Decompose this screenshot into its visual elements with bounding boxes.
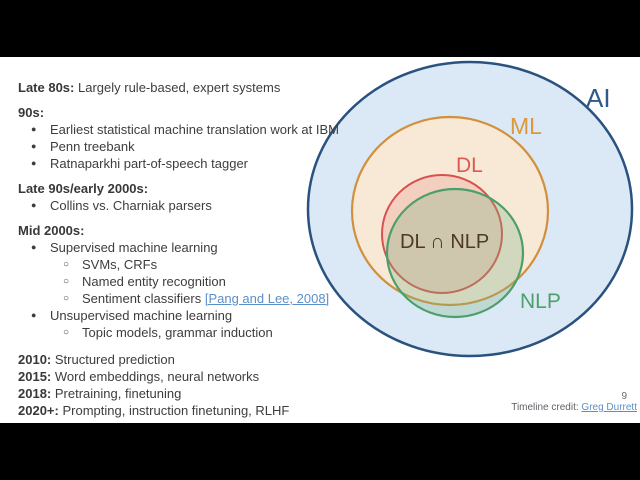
timeline-bullet: ●Collins vs. Charniak parsers <box>31 198 212 213</box>
timeline-sub: ○Named entity recognition <box>63 274 226 289</box>
timeline-bold-prefix: 90s: <box>18 105 45 120</box>
timeline-year: 2018: Pretraining, finetuning <box>18 386 182 401</box>
timeline-sub: ○Topic models, grammar induction <box>63 325 273 340</box>
bullet-icon: ● <box>31 141 37 151</box>
credit-line: Timeline credit: Greg Durrett <box>511 402 637 413</box>
sub-bullet-icon: ○ <box>63 259 70 270</box>
timeline-bold-prefix: 2018: <box>18 386 52 401</box>
letterbox-top-bar <box>0 0 640 57</box>
bullet-icon: ● <box>31 124 37 134</box>
venn-label-ml: ML <box>510 113 542 139</box>
sub-bullet-icon: ○ <box>63 276 70 287</box>
sub-bullet-icon: ○ <box>63 327 70 338</box>
timeline-year: 2020+: Prompting, instruction finetuning… <box>18 403 290 418</box>
timeline: Late 80s: Largely rule-based, expert sys… <box>18 79 378 419</box>
timeline-sub: ○Sentiment classifiers [Pang and Lee, 20… <box>63 291 330 306</box>
sub-bullet-icon: ○ <box>63 293 70 304</box>
timeline-bold-prefix: Late 90s/early 2000s: <box>18 181 149 196</box>
citation-link[interactable]: [Pang and Lee, 2008] <box>204 291 330 306</box>
timeline-bullet: ●Supervised machine learning <box>31 240 218 255</box>
timeline-bold-prefix: 2010: <box>18 352 52 367</box>
timeline-heading: Late 90s/early 2000s: <box>18 180 378 197</box>
timeline-heading: 90s: <box>18 104 378 121</box>
bullet-icon: ● <box>31 242 37 252</box>
timeline-heading-inline: Late 80s: Largely rule-based, expert sys… <box>18 80 281 95</box>
timeline-heading: Mid 2000s: <box>18 222 378 239</box>
timeline-bullet: ●Penn treebank <box>31 139 135 154</box>
venn-label-dl: DL <box>456 154 483 177</box>
timeline-bullet: ●Earliest statistical machine translatio… <box>31 122 339 137</box>
timeline-bullet: ●Ratnaparkhi part-of-speech tagger <box>31 156 249 171</box>
timeline-bold-prefix: Mid 2000s: <box>18 223 85 238</box>
bullet-icon: ● <box>31 310 37 320</box>
timeline-year: 2010: Structured prediction <box>18 352 175 367</box>
timeline-bold-prefix: Late 80s: <box>18 80 75 95</box>
bullet-icon: ● <box>31 200 37 210</box>
slide-canvas: AI ML DL DL ∩ NLP NLP Late 80s: Largely … <box>0 57 640 423</box>
venn-label-nlp: NLP <box>520 290 561 313</box>
ml-circle <box>350 115 550 307</box>
credit-author-link[interactable]: Greg Durrett <box>581 402 637 413</box>
credit-prefix: Timeline credit: <box>511 402 582 413</box>
letterbox-bottom-bar <box>0 423 640 480</box>
bullet-icon: ● <box>31 158 37 168</box>
timeline-year: 2015: Word embeddings, neural networks <box>18 369 260 384</box>
timeline-bold-prefix: 2015: <box>18 369 52 384</box>
nlp-circle <box>385 187 525 319</box>
page-number: 9 <box>621 391 627 402</box>
venn-label-dl-intersect-nlp: DL ∩ NLP <box>400 231 490 253</box>
venn-diagram <box>306 60 634 358</box>
timeline-bullet: ●Unsupervised machine learning <box>31 308 233 323</box>
venn-label-ai: AI <box>586 83 611 113</box>
timeline-sub: ○SVMs, CRFs <box>63 257 158 272</box>
timeline-bold-prefix: 2020+: <box>18 403 59 418</box>
